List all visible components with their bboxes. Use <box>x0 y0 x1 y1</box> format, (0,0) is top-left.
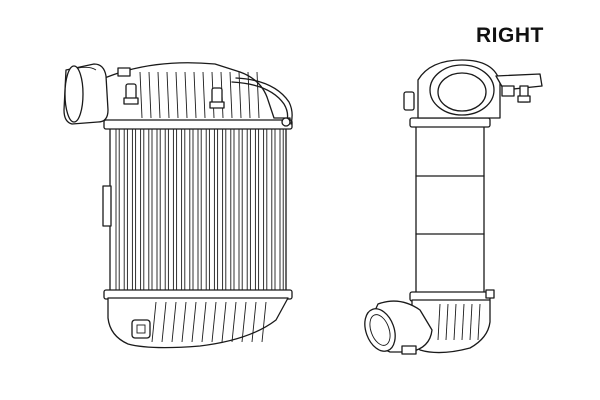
fin-line <box>256 71 260 119</box>
fin-line <box>261 301 267 343</box>
front-top-plate <box>103 119 293 130</box>
fin-line <box>221 301 227 343</box>
fin-line <box>148 71 152 119</box>
fin-line <box>453 303 457 341</box>
view-label: RIGHT <box>476 24 544 47</box>
front-side-bracket <box>102 185 112 227</box>
fin-line <box>461 303 465 341</box>
front-core-fins <box>115 128 284 291</box>
fin-line <box>191 301 197 343</box>
fin-line <box>241 301 247 343</box>
fin-line <box>229 71 233 119</box>
side-top-plate <box>409 117 491 128</box>
fin-line <box>202 71 206 119</box>
side-core <box>415 125 485 295</box>
fin-line <box>171 301 177 343</box>
front-bottom-bracket <box>131 319 151 339</box>
fin-line <box>166 71 170 119</box>
fin-line <box>469 303 473 341</box>
fin-line <box>477 303 481 341</box>
fin-line <box>201 301 207 343</box>
side-bottom-tank <box>411 299 491 354</box>
fin-line <box>151 301 157 343</box>
side-view <box>364 59 543 355</box>
fin-line <box>211 301 217 343</box>
fin-line <box>181 301 187 343</box>
fin-line <box>184 71 188 119</box>
fin-line <box>238 71 242 119</box>
fin-line <box>161 301 167 343</box>
fin-line <box>231 301 237 343</box>
fin-line <box>437 303 441 341</box>
front-bottom-tank-fins <box>151 301 267 343</box>
side-bottom-tank-fins <box>437 303 481 341</box>
fin-line <box>139 71 143 119</box>
fin-line <box>445 303 449 341</box>
fin-line <box>175 71 179 119</box>
front-view <box>63 62 293 349</box>
fin-line <box>193 71 197 119</box>
fin-line <box>251 301 257 343</box>
fin-line <box>157 71 161 119</box>
